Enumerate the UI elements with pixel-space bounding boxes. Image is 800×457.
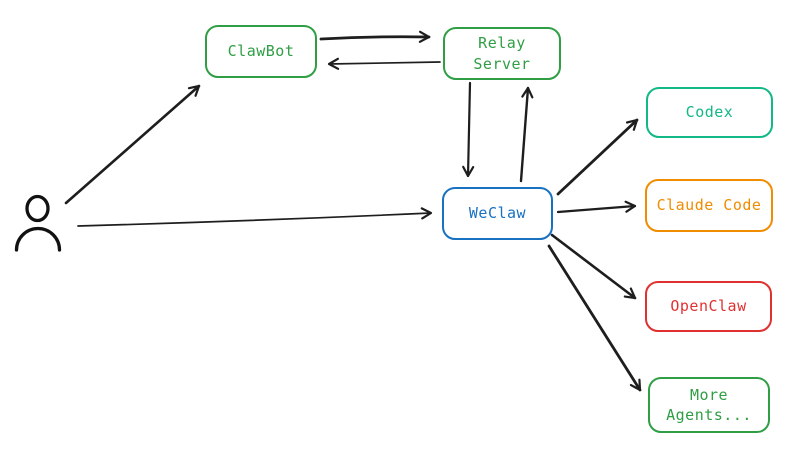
edge-relay-server-to-clawbot (327, 57, 441, 70)
node-more-agents-label-line1: More (689, 385, 729, 404)
node-clawbot: ClawBot (205, 25, 317, 78)
node-codex-label: Codex (685, 103, 734, 122)
node-more-agents: More Agents... (648, 377, 770, 433)
node-openclaw-label: OpenClaw (670, 297, 747, 316)
node-clawbot-label: ClawBot (227, 42, 295, 61)
edge-weclaw-to-more-agents (547, 244, 642, 392)
node-openclaw: OpenClaw (645, 281, 772, 332)
node-relay-server-label: Relay Server (473, 34, 531, 73)
node-relay-server: Relay Server (443, 27, 561, 80)
node-weclaw: WeClaw (442, 187, 553, 240)
edge-user-to-weclaw (77, 207, 433, 227)
node-codex: Codex (646, 87, 773, 138)
edge-clawbot-to-relay-server (319, 30, 431, 43)
edge-weclaw-to-openclaw (550, 233, 637, 300)
edge-relay-server-to-weclaw (462, 81, 475, 178)
node-claude-code: Claude Code (645, 179, 773, 232)
edge-weclaw-to-relay-server (519, 86, 534, 183)
edge-weclaw-to-codex (556, 118, 639, 196)
node-claude-code-label: Claude Code (656, 196, 762, 215)
node-weclaw-label: WeClaw (468, 204, 527, 223)
node-more-agents-label-line2: Agents... (666, 406, 752, 424)
person-icon (14, 194, 62, 252)
edge-user-to-clawbot (64, 84, 201, 205)
edge-weclaw-to-claude-code (556, 200, 637, 214)
